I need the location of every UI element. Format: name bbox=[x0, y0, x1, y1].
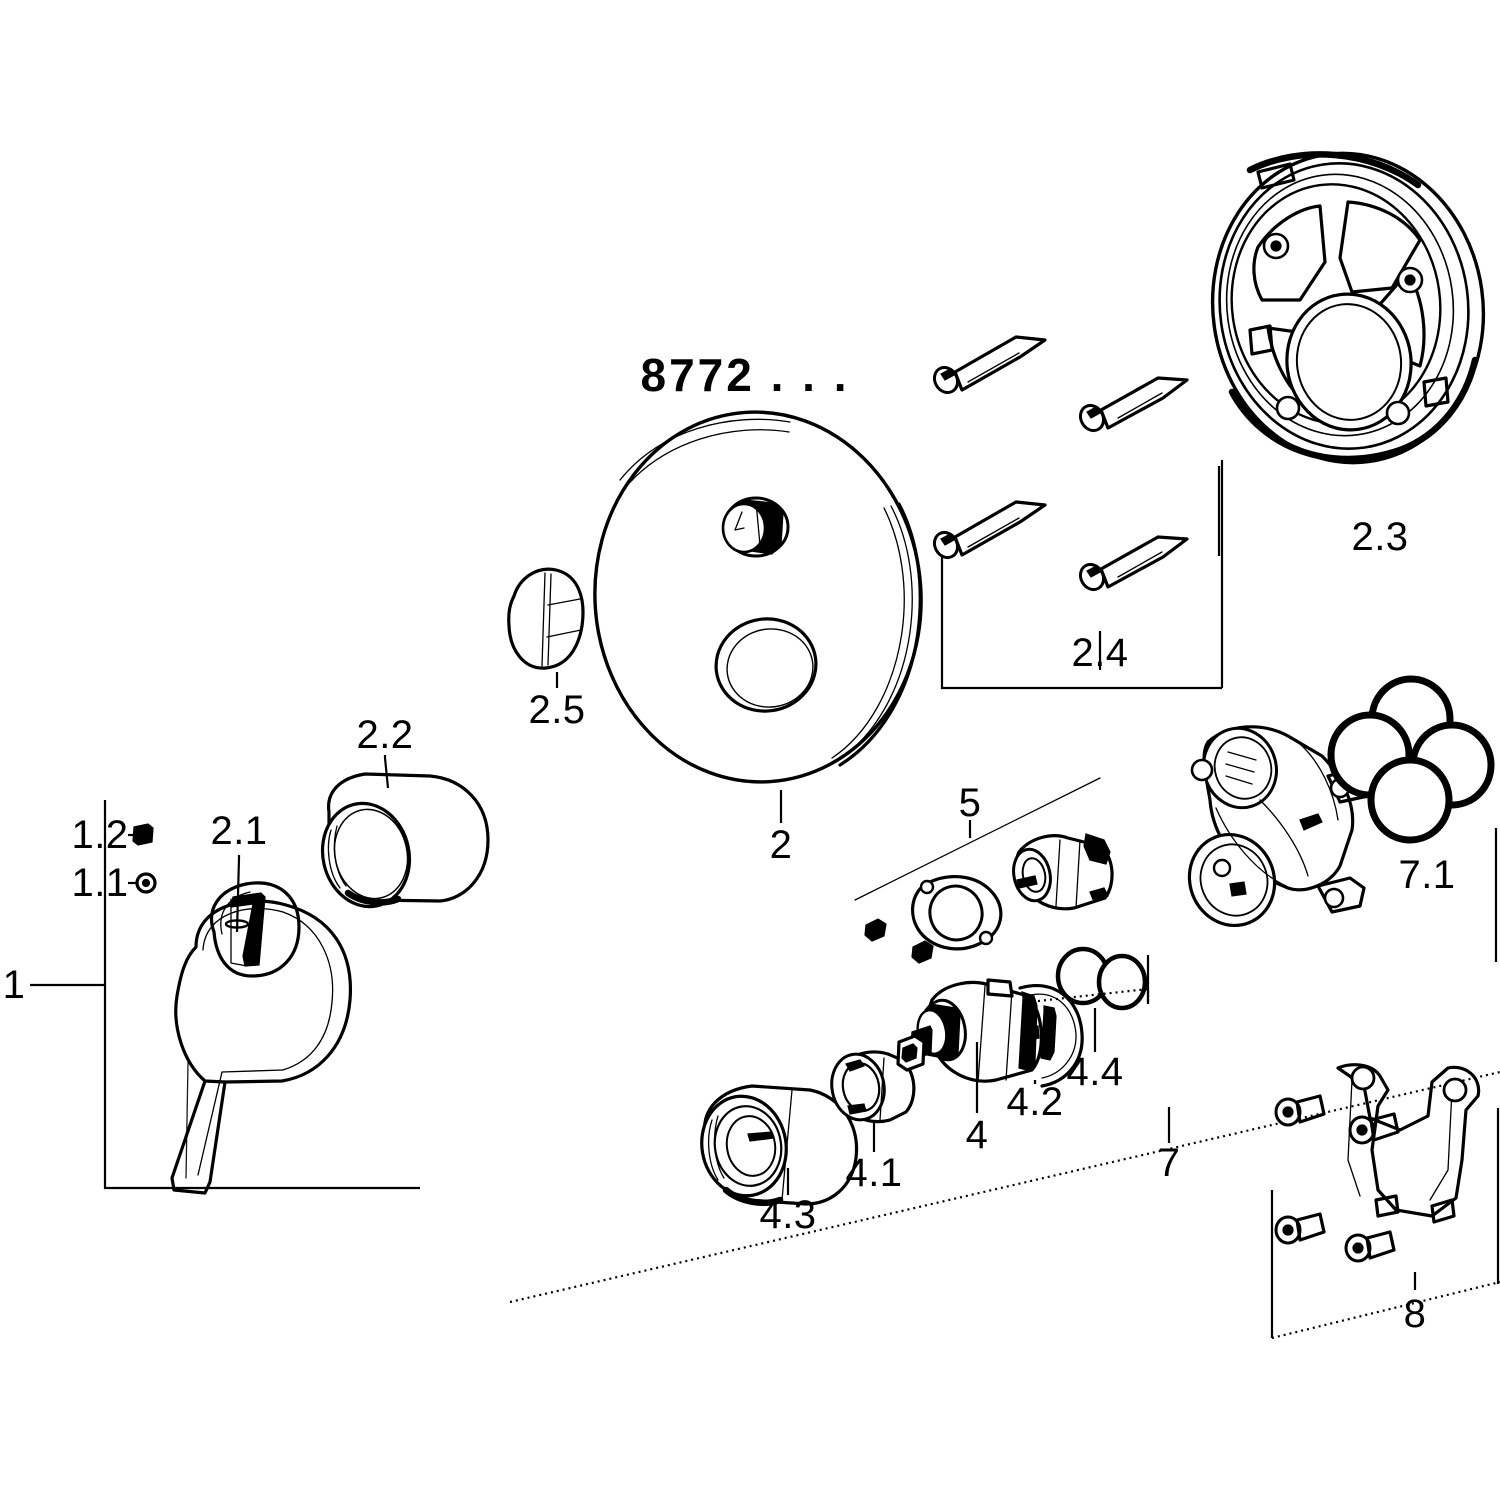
part-4-mixer-cartridge bbox=[896, 978, 1084, 1113]
part-4.1-retaining-ring bbox=[830, 1050, 916, 1152]
part-label-5: 5 bbox=[958, 781, 982, 825]
hex-bolt bbox=[1274, 1212, 1326, 1245]
part-label-7: 7 bbox=[1157, 1141, 1181, 1185]
part-label-4.4: 4.4 bbox=[1066, 1050, 1124, 1094]
part-5-diverter-kit bbox=[854, 777, 1114, 964]
part-2.4-mounting-screws bbox=[932, 335, 1224, 690]
part-4.3-cartridge-nut bbox=[700, 1084, 859, 1206]
diverter-gasket-plate bbox=[911, 875, 1003, 951]
part-2.2-sleeve bbox=[320, 755, 490, 909]
part-label-2.4: 2.4 bbox=[1071, 631, 1129, 675]
screw bbox=[932, 500, 1047, 560]
screw bbox=[1078, 535, 1189, 592]
part-label-2.3: 2.3 bbox=[1351, 515, 1409, 559]
part-label-2.5: 2.5 bbox=[528, 688, 586, 732]
lever-handle-body bbox=[170, 899, 353, 1195]
escutcheon-knob bbox=[721, 496, 790, 558]
hex-bolt bbox=[1348, 1112, 1400, 1145]
screw bbox=[1078, 376, 1189, 433]
part-1.1-screw-plug bbox=[128, 872, 157, 894]
hex-bolt bbox=[1344, 1230, 1396, 1263]
part-label-1.1: 1.1 bbox=[71, 861, 129, 905]
part-label-4.2: 4.2 bbox=[1006, 1080, 1064, 1124]
screw bbox=[932, 335, 1047, 395]
part-4.4-o-rings bbox=[1037, 946, 1150, 1052]
part-2.1-handle-cap bbox=[209, 855, 301, 978]
diverter-screw bbox=[911, 940, 934, 964]
part-8-fixing-bracket bbox=[1270, 1063, 1500, 1340]
part-1.2-set-screw bbox=[128, 823, 154, 846]
hex-bolt bbox=[1274, 1094, 1326, 1127]
part-label-1.2: 1.2 bbox=[71, 813, 129, 857]
drawing-title: 8772 . . . bbox=[640, 349, 850, 401]
diverter-cartridge bbox=[1012, 833, 1114, 911]
part-label-7.1: 7.1 bbox=[1398, 853, 1456, 897]
part-label-4: 4 bbox=[965, 1113, 989, 1157]
part-1-lever-handle bbox=[30, 800, 420, 1195]
part-label-2: 2 bbox=[769, 823, 793, 867]
part-2.5-diverter-button bbox=[507, 567, 585, 688]
part-label-4.1: 4.1 bbox=[845, 1151, 903, 1195]
part-4-cartridge-assembly bbox=[700, 946, 1150, 1206]
part-label-8: 8 bbox=[1403, 1292, 1427, 1336]
part-label-2.2: 2.2 bbox=[356, 713, 414, 757]
rough-in-valve-body bbox=[1187, 725, 1374, 928]
part-7.1-valve-body-orings bbox=[1187, 675, 1498, 962]
part-label-2.1: 2.1 bbox=[210, 809, 268, 853]
diverter-screw bbox=[864, 918, 887, 942]
part-label-4.3: 4.3 bbox=[759, 1193, 817, 1237]
part-label-1: 1 bbox=[2, 963, 26, 1007]
part-2-escutcheon-plate bbox=[593, 410, 923, 823]
oring-cluster bbox=[1327, 675, 1495, 844]
part-2.3-mounting-ring bbox=[1210, 151, 1486, 556]
part-7-valve-group bbox=[509, 1070, 1500, 1304]
